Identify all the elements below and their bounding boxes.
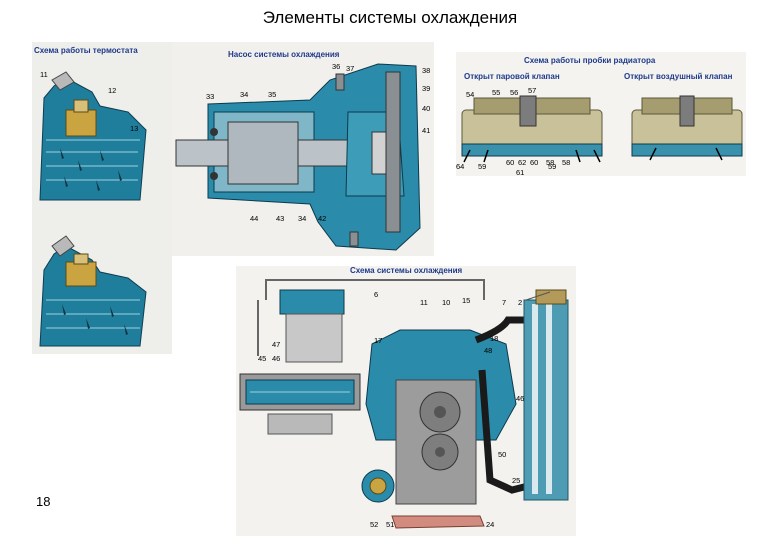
pump-panel-title: Насос системы охлаждения xyxy=(228,50,340,59)
callout-label: 48 xyxy=(484,346,493,355)
callout-label: 61 xyxy=(516,168,525,177)
callout-label: 41 xyxy=(422,126,431,135)
air-valve-caption: Открыт воздушный клапан xyxy=(624,72,733,81)
callout-label: 45 xyxy=(258,354,267,363)
callout-label: 64 xyxy=(456,162,465,171)
callout-label: 37 xyxy=(346,64,355,73)
radiator-cap-steam-drawing xyxy=(461,95,603,163)
callout-label: 18 xyxy=(490,334,499,343)
thermostat-open-drawing xyxy=(39,71,147,201)
callout-label: 34 xyxy=(240,90,249,99)
callout-label: 59 xyxy=(548,162,557,171)
callout-label: 55 xyxy=(492,88,501,97)
thermostat-panel-title: Схема работы термостата xyxy=(34,46,138,55)
callout-label: 58 xyxy=(546,158,555,167)
callout-label: 10 xyxy=(442,298,451,307)
radiator-cap-panel-title: Схема работы пробки радиатора xyxy=(524,56,656,65)
callout-label: 59 xyxy=(478,162,487,171)
callout-label: 7 xyxy=(502,298,507,307)
steam-valve-caption: Открыт паровой клапан xyxy=(464,72,560,81)
callout-label: 40 xyxy=(422,104,431,113)
callout-label: 46 xyxy=(272,354,281,363)
callout-label: 57 xyxy=(528,86,537,95)
callout-label: 25 xyxy=(512,476,521,485)
callout-label: 60 xyxy=(530,158,539,167)
callout-label: 13 xyxy=(130,124,139,133)
callout-label: 60 xyxy=(506,158,515,167)
callout-label: 15 xyxy=(462,296,471,305)
callout-label: 51 xyxy=(386,520,395,529)
callout-label: 50 xyxy=(498,450,507,459)
callout-label: 2 xyxy=(518,298,523,307)
callout-label: 47 xyxy=(272,340,281,349)
thermostat-closed-drawing xyxy=(39,235,147,347)
callout-label: 34 xyxy=(298,214,307,223)
page-title: Элементы системы охлаждения xyxy=(262,8,518,27)
radiator-cap-air-drawing xyxy=(631,95,743,161)
callout-label: 46 xyxy=(516,394,525,403)
cooling-system-drawing xyxy=(239,279,569,529)
callout-label: 11 xyxy=(420,298,428,307)
callout-label: 17 xyxy=(374,336,383,345)
callout-label: 33 xyxy=(206,92,215,101)
pump-drawing xyxy=(175,63,421,251)
page-number: 18 xyxy=(36,494,51,509)
callout-label: 42 xyxy=(318,214,327,223)
callout-label: 44 xyxy=(250,214,259,223)
callout-label: 36 xyxy=(332,62,341,71)
callout-label: 62 xyxy=(518,158,527,167)
callout-label: 52 xyxy=(370,520,379,529)
callout-label: 54 xyxy=(466,90,475,99)
callout-label: 6 xyxy=(374,290,379,299)
system-panel-title: Схема системы охлаждения xyxy=(350,266,463,275)
callout-label: 38 xyxy=(422,66,431,75)
callout-label: 35 xyxy=(268,90,277,99)
callout-label: 58 xyxy=(562,158,571,167)
callout-label: 43 xyxy=(276,214,285,223)
callout-label: 11 xyxy=(40,70,48,79)
callout-label: 39 xyxy=(422,84,431,93)
callout-label: 12 xyxy=(108,86,117,95)
callout-label: 56 xyxy=(510,88,519,97)
callout-label: 24 xyxy=(486,520,495,529)
